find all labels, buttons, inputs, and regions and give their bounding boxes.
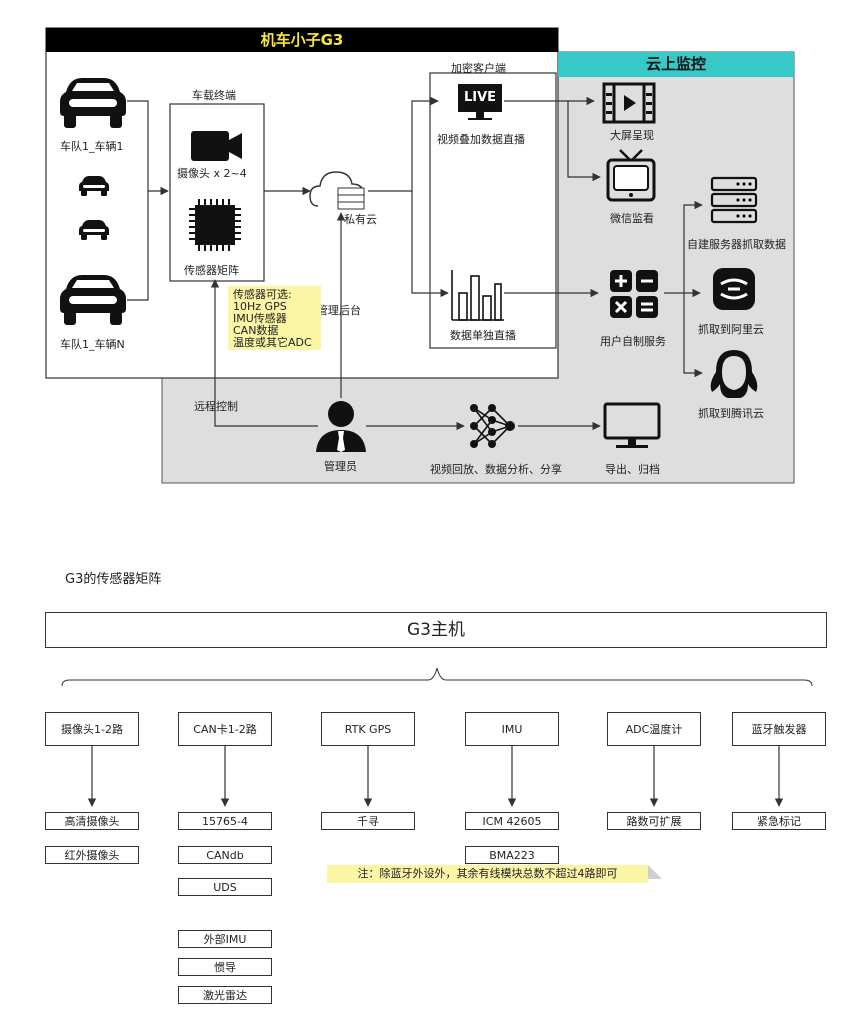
chip-icon (189, 199, 241, 251)
sensor-note-line: IMU传感器 (233, 312, 287, 325)
service-server-arrow (683, 200, 703, 293)
small-car-icon (79, 220, 109, 240)
sensor-note-line: 传感器可选: (233, 288, 292, 301)
private-cloud-label: 私有云 (344, 213, 377, 226)
head-can: CAN卡1-2路 (178, 712, 272, 746)
export-label: 导出、归档 (605, 463, 660, 476)
wechat-label: 微信监看 (610, 212, 654, 225)
head-rtk-gps: RTK GPS (321, 712, 415, 746)
live-text: LIVE (463, 90, 497, 105)
network-icon (470, 404, 515, 448)
item-candb: CANdb (178, 846, 272, 864)
item-ir-camera: 红外摄像头 (45, 846, 139, 864)
cloud-data-arrow (411, 191, 449, 298)
brace (61, 667, 813, 687)
head-adc: ADC温度计 (607, 712, 701, 746)
car-icon (60, 78, 126, 128)
head-imu: IMU (465, 712, 559, 746)
client-title: 加密客户端 (451, 62, 506, 75)
calculator-icon (610, 270, 658, 318)
user-service-label: 用户自制服务 (600, 335, 666, 348)
cloud-server-icon (309, 171, 365, 210)
video-live-label: 视频叠加数据直播 (437, 133, 525, 146)
aliyun-icon (713, 268, 755, 310)
bar-chart-icon (451, 270, 504, 321)
film-icon (602, 82, 656, 124)
item-ins: 惯导 (178, 958, 272, 976)
head-camera: 摄像头1-2路 (45, 712, 139, 746)
item-uds: UDS (178, 878, 272, 896)
g3-title-bar (46, 28, 558, 52)
car-icon (60, 275, 126, 325)
camera-icon (191, 131, 242, 161)
admin-label: 管理员 (324, 460, 357, 473)
terminal-title: 车载终端 (192, 89, 236, 102)
item-qianxun: 千寻 (321, 812, 415, 830)
admin-backend-label: 管理后台 (317, 304, 361, 317)
matrix-title: G3的传感器矩阵 (65, 572, 162, 587)
aliyun-label: 抓取到阿里云 (698, 323, 764, 336)
host-box: G3主机 (45, 612, 827, 648)
service-tencent-arrow (683, 293, 703, 378)
cloud-video-arrow (368, 96, 439, 192)
item-emergency: 紧急标记 (732, 812, 826, 830)
item-ext-imu: 外部IMU (178, 930, 272, 948)
live-wechat-arrow (567, 101, 601, 182)
monitor-icon (603, 402, 661, 448)
camera-label: 摄像头 x 2~4 (177, 167, 247, 180)
server-rack-icon (710, 176, 758, 224)
sensor-note-line: 10Hz GPS (233, 300, 287, 313)
item-hd-camera: 高清摄像头 (45, 812, 139, 830)
remote-control-label: 远程控制 (194, 400, 238, 413)
tv-icon (606, 149, 656, 202)
self-server-label: 自建服务器抓取数据 (687, 238, 786, 251)
item-bma223: BMA223 (465, 846, 559, 864)
fleet-bracket (127, 100, 149, 301)
item-adc-expand: 路数可扩展 (607, 812, 701, 830)
g3-title: 机车小子G3 (260, 31, 344, 49)
client-box (429, 72, 557, 349)
big-screen-label: 大屏呈现 (610, 129, 654, 142)
analysis-label: 视频回放、数据分析、分享 (430, 463, 562, 476)
item-lidar: 激光雷达 (178, 986, 272, 1004)
head-bluetooth: 蓝牙触发器 (732, 712, 826, 746)
fleet-car1-label: 车队1_车辆1 (60, 140, 124, 153)
remote-control-arrow (210, 279, 318, 427)
cloud-title-bar (558, 52, 794, 77)
item-icm42605: ICM 42605 (465, 812, 559, 830)
admin-person-icon (316, 401, 366, 452)
small-car-icon (79, 176, 109, 196)
tencent-label: 抓取到腾讯云 (698, 407, 764, 420)
live-icon (458, 84, 502, 120)
cloud-title: 云上监控 (645, 55, 706, 73)
qq-icon (710, 350, 758, 398)
sensor-note-line: 温度或其它ADC (233, 336, 312, 349)
matrix-note: 注：除蓝牙外设外，其余有线模块总数不超过4路即可 (327, 865, 648, 883)
item-15765: 15765-4 (178, 812, 272, 830)
fleet-carN-label: 车队1_车辆N (60, 338, 125, 351)
sensor-label: 传感器矩阵 (184, 264, 239, 277)
sensor-note: 传感器可选: 10Hz GPS IMU传感器 CAN数据 温度或其它ADC (228, 286, 321, 350)
data-live-label: 数据单独直播 (450, 329, 516, 342)
note-fold (648, 865, 662, 879)
sensor-note-line: CAN数据 (233, 324, 279, 337)
